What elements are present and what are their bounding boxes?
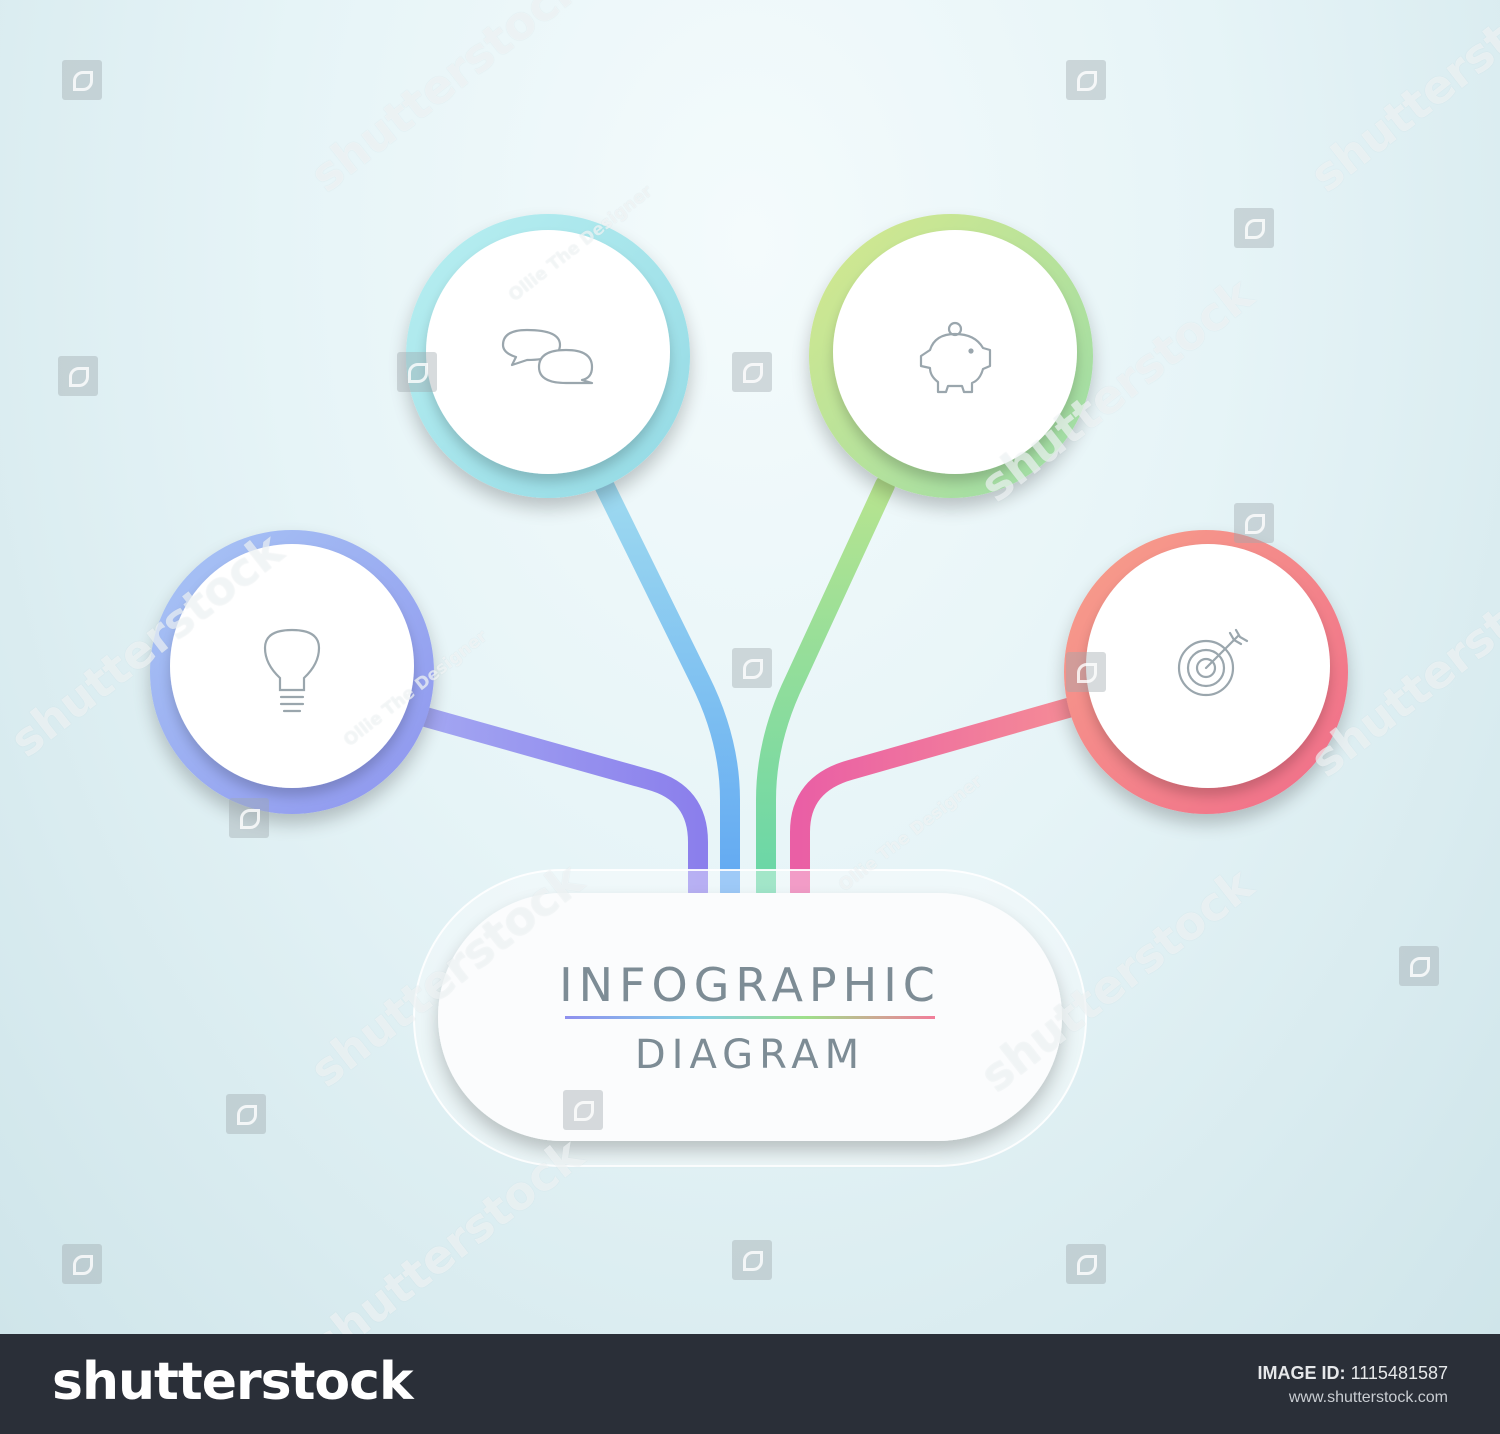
- speech-bubbles-icon: [501, 328, 594, 385]
- node-piggy-bank: [809, 214, 1093, 498]
- piggy-bank-icon: [919, 321, 992, 394]
- connector-lightbulb: [412, 706, 708, 902]
- target-icon: [1177, 628, 1249, 697]
- image-id: IMAGE ID: 1115481587: [1258, 1363, 1448, 1384]
- image-id-label: IMAGE ID:: [1257, 1363, 1346, 1383]
- footer-url[interactable]: www.shutterstock.com: [1288, 1389, 1448, 1406]
- connector-speech-bubbles: [594, 475, 740, 902]
- diagram-title-line1: INFOGRAPHIC: [559, 958, 941, 1012]
- connectors: [412, 475, 1085, 902]
- branch-diagram: [150, 214, 1348, 1167]
- diagram-canvas: INFOGRAPHIC DIAGRAM shutterstock shutter…: [0, 0, 1500, 1334]
- image-id-value: 1115481587: [1350, 1363, 1448, 1383]
- footer-logo[interactable]: shutterstock: [52, 1352, 414, 1412]
- node-lightbulb: [150, 530, 434, 814]
- connector-piggy-bank: [756, 475, 895, 902]
- title-underline: [565, 1016, 935, 1019]
- center-title-box: [413, 869, 1087, 1167]
- footer-bar: shutterstock IMAGE ID: 1115481587 www.sh…: [0, 1334, 1500, 1434]
- diagram-title-line2: DIAGRAM: [634, 1032, 866, 1078]
- connector-target: [790, 696, 1085, 902]
- node-target: [1064, 530, 1348, 814]
- lightbulb-icon: [263, 628, 321, 713]
